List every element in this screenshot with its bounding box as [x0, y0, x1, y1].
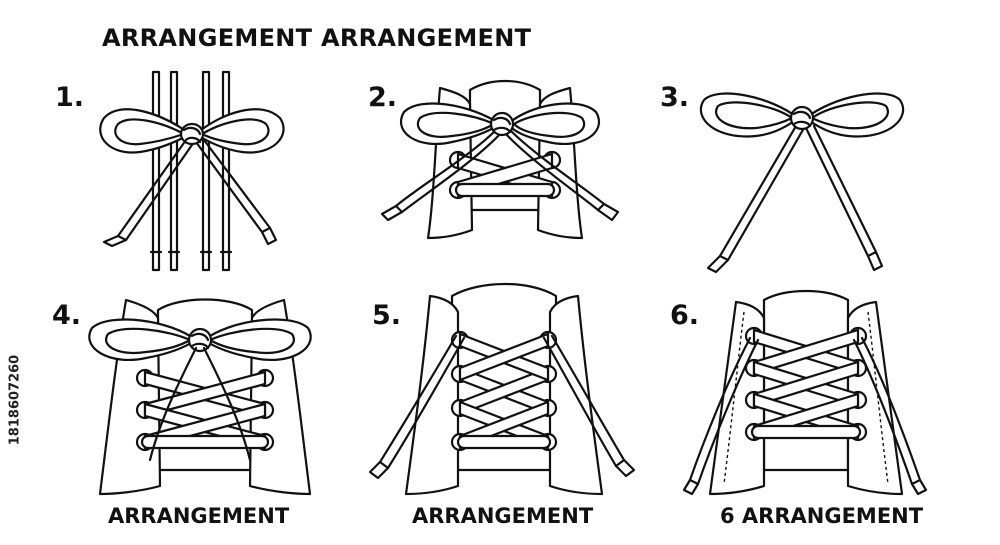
step-3-illustration [699, 92, 905, 274]
step-2-number: 2. [368, 82, 398, 113]
step-6-illustration [682, 289, 928, 496]
step-1-number: 1. [55, 82, 85, 113]
step-5-number: 5. [372, 300, 402, 331]
step-5-illustration [368, 282, 636, 496]
page-title: ARRANGEMENT ARRANGEMENT [102, 24, 532, 52]
step-4-number: 4. [52, 300, 82, 331]
step-3-number: 3. [660, 82, 690, 113]
step-6-number: 6. [670, 300, 700, 331]
step-5-caption: ARRANGEMENT [412, 504, 594, 528]
step-4-caption: ARRANGEMENT [108, 504, 290, 528]
step-2-illustration [380, 80, 620, 240]
step-4-illustration [88, 298, 312, 496]
step-1-left-tail [116, 138, 196, 242]
step-6-caption: 6 ARRANGEMENT [720, 504, 924, 528]
step-1-right-tail [194, 138, 272, 234]
step-1-illustration [99, 70, 285, 272]
